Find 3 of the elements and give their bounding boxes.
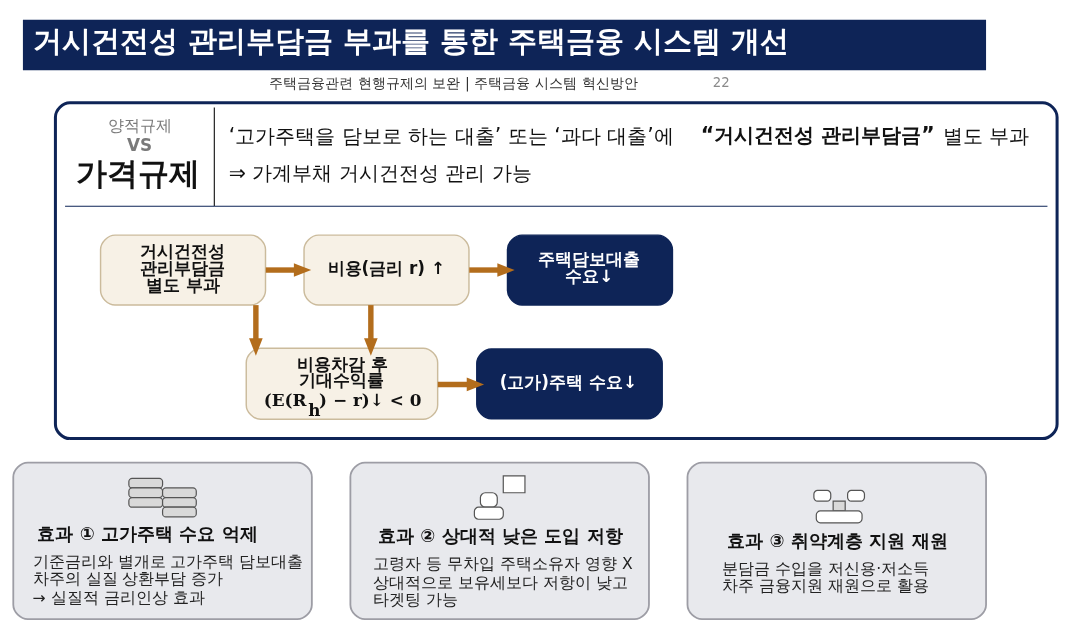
diagram-title: 거시건전성 관리부담금 부과를 통한 주택금융 시스템 개선 [32, 23, 789, 58]
label: 주택금융관련 현행규제의 보완 | 주택금융 시스템 혁신방안 [269, 74, 638, 91]
label: 22 [712, 74, 730, 90]
